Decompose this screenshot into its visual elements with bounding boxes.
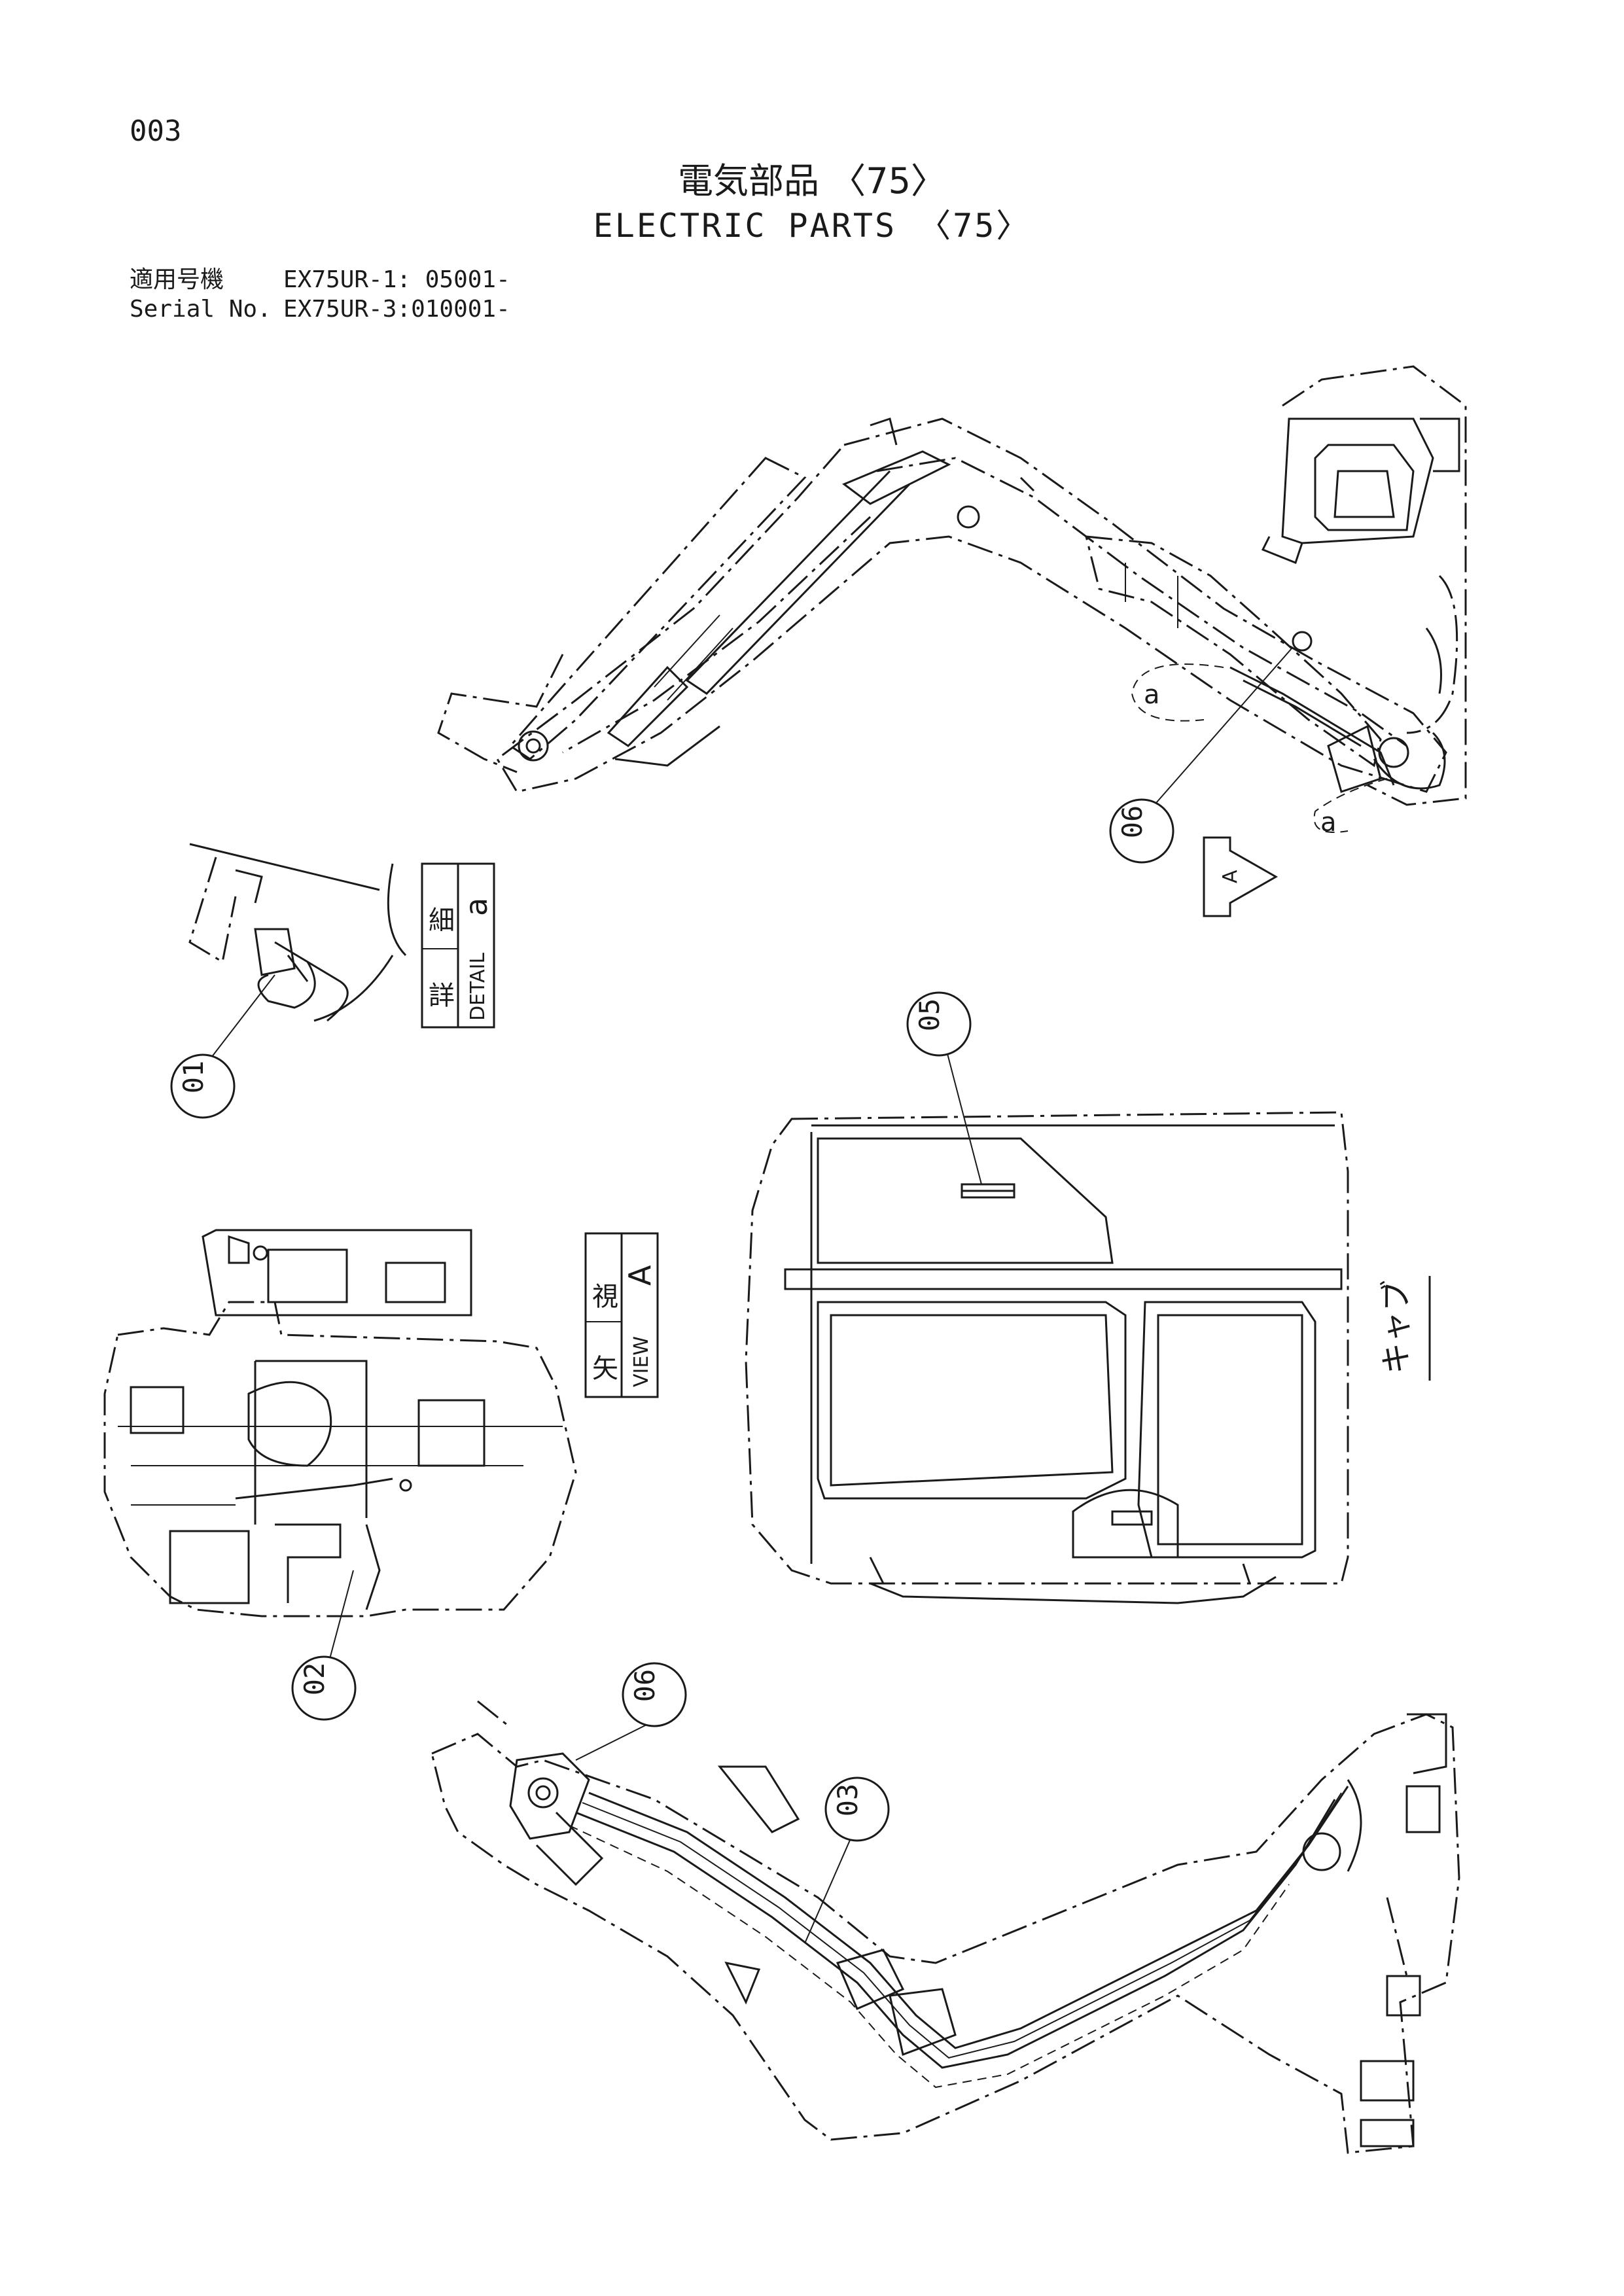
cab-label: キャブ xyxy=(1378,1276,1431,1381)
detail-mark-a-1: a xyxy=(1144,680,1160,710)
detail-label-en: DETAIL xyxy=(467,953,489,1021)
serial-row-1: 適用号機 EX75UR-1: 05001- xyxy=(130,260,510,294)
callout-03-text: 03 xyxy=(832,1784,864,1817)
page-title-english: ELECTRIC PARTS 〈75〉 xyxy=(593,207,1031,245)
view-arrow-letter: A xyxy=(1219,870,1242,883)
callout-03: 03 xyxy=(824,1776,890,1842)
callout-01: 01 xyxy=(170,1053,236,1119)
page-title-japanese: 電気部品 〈75〉 xyxy=(678,160,946,202)
upper-boom-assembly: a a xyxy=(437,365,1467,838)
serial-row-2: Serial No. EX75UR-3:010001- xyxy=(130,296,510,323)
cab-drawing xyxy=(745,1033,1349,1604)
view-label-jp-1: 矢 xyxy=(592,1354,618,1384)
view-label-en: VIEW xyxy=(630,1336,653,1387)
detail-label-jp-1: 詳 xyxy=(429,981,455,1011)
detail-mark-a-2: a xyxy=(1320,807,1337,838)
view-arrow-a: A xyxy=(1203,836,1279,917)
detail-label-jp-2: 細 xyxy=(429,906,455,936)
serial-label-english: Serial No. xyxy=(130,296,272,323)
lower-boom-assembly xyxy=(431,1700,1460,2154)
view-label-letter: A xyxy=(622,1265,658,1286)
callout-02-text: 02 xyxy=(298,1663,330,1696)
callout-02: 02 xyxy=(291,1655,357,1721)
cab-label-text: キャブ xyxy=(1378,1280,1415,1374)
callout-06-upper: 06 xyxy=(1109,798,1174,864)
view-a-drawing xyxy=(103,1229,577,1669)
callout-05: 05 xyxy=(906,991,972,1057)
callout-01-text: 01 xyxy=(177,1061,209,1094)
callout-05-text: 05 xyxy=(913,998,945,1032)
detail-a-drawing xyxy=(188,843,407,1061)
detail-a-label-box: 詳 細 DETAIL a xyxy=(421,862,495,1029)
view-label-jp-2: 視 xyxy=(592,1282,618,1312)
serial-value-2: EX75UR-3:010001- xyxy=(283,296,510,323)
view-a-label-box: 矢 視 VIEW A xyxy=(584,1232,659,1398)
serial-label-japanese: 適用号機 xyxy=(130,266,224,293)
serial-value-1: EX75UR-1: 05001- xyxy=(283,266,510,293)
callout-06-lower-text: 06 xyxy=(629,1669,661,1703)
page-number: 003 xyxy=(130,115,182,148)
detail-label-letter: a xyxy=(459,898,494,916)
callout-06-upper-text: 06 xyxy=(1116,805,1148,839)
callout-06-lower: 06 xyxy=(622,1662,687,1727)
